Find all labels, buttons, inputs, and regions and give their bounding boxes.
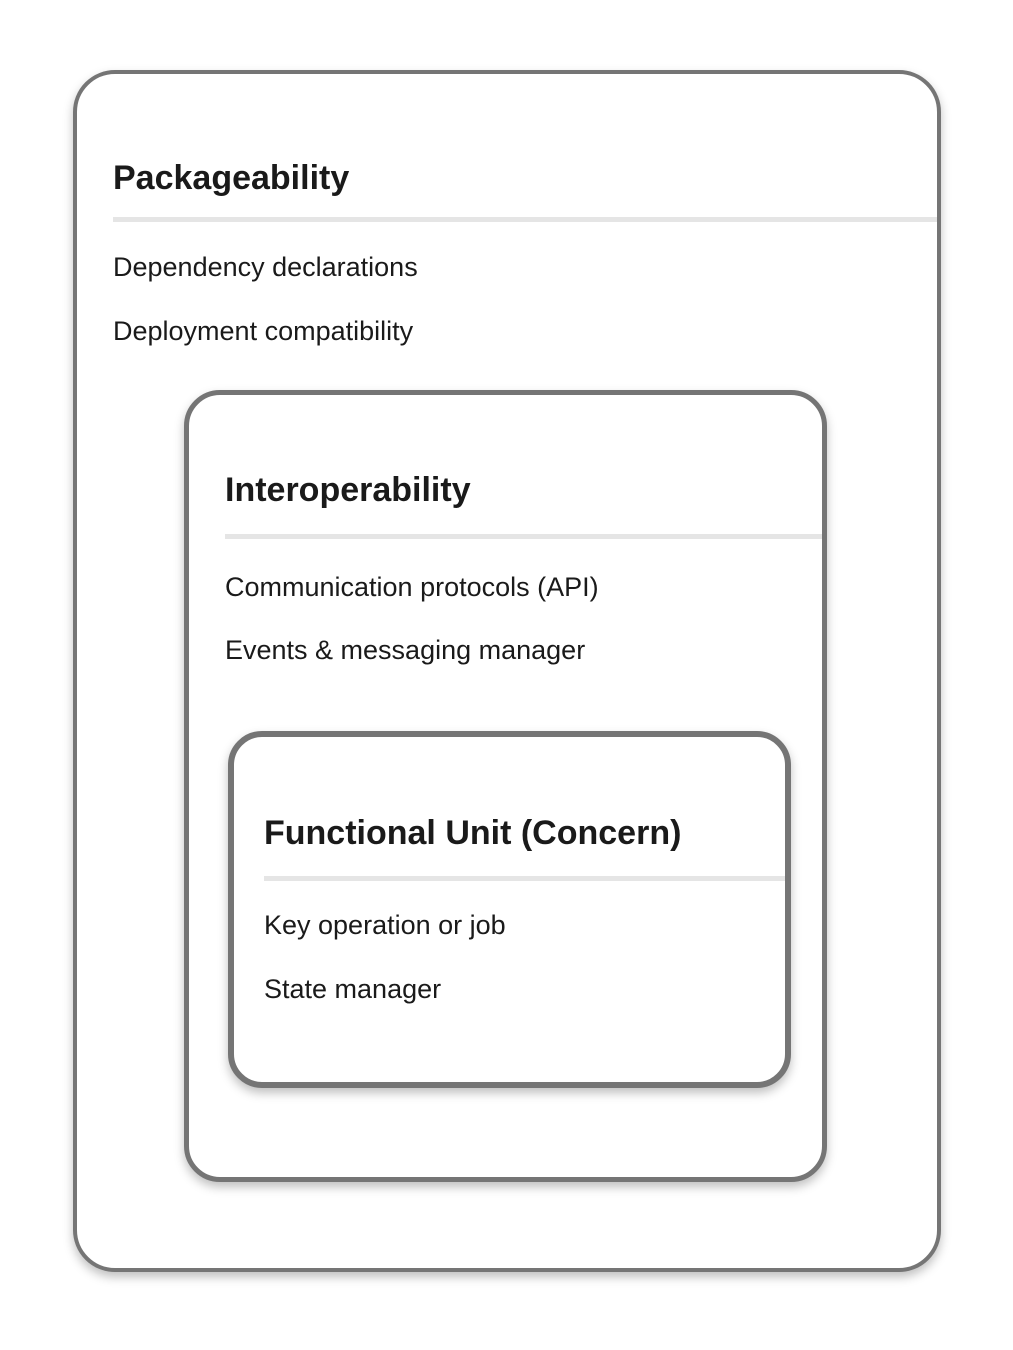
packageability-box: Packageability Dependency declarations D… bbox=[73, 70, 941, 1272]
packageability-item: Deployment compatibility bbox=[113, 315, 414, 346]
packageability-divider bbox=[113, 216, 937, 222]
interoperability-title: Interoperability bbox=[225, 471, 471, 509]
interoperability-item: Communication protocols (API) bbox=[225, 571, 599, 602]
interoperability-item: Events & messaging manager bbox=[225, 634, 586, 665]
functional-unit-title: Functional Unit (Concern) bbox=[264, 814, 682, 852]
packageability-item: Dependency declarations bbox=[113, 251, 418, 282]
packageability-title: Packageability bbox=[113, 159, 350, 197]
functional-unit-box: Functional Unit (Concern) Key operation … bbox=[228, 731, 791, 1088]
functional-unit-item: Key operation or job bbox=[264, 909, 506, 940]
interoperability-divider bbox=[225, 533, 822, 539]
functional-unit-item: State manager bbox=[264, 973, 442, 1004]
functional-unit-divider bbox=[264, 875, 785, 881]
interoperability-box: Interoperability Communication protocols… bbox=[184, 390, 827, 1182]
